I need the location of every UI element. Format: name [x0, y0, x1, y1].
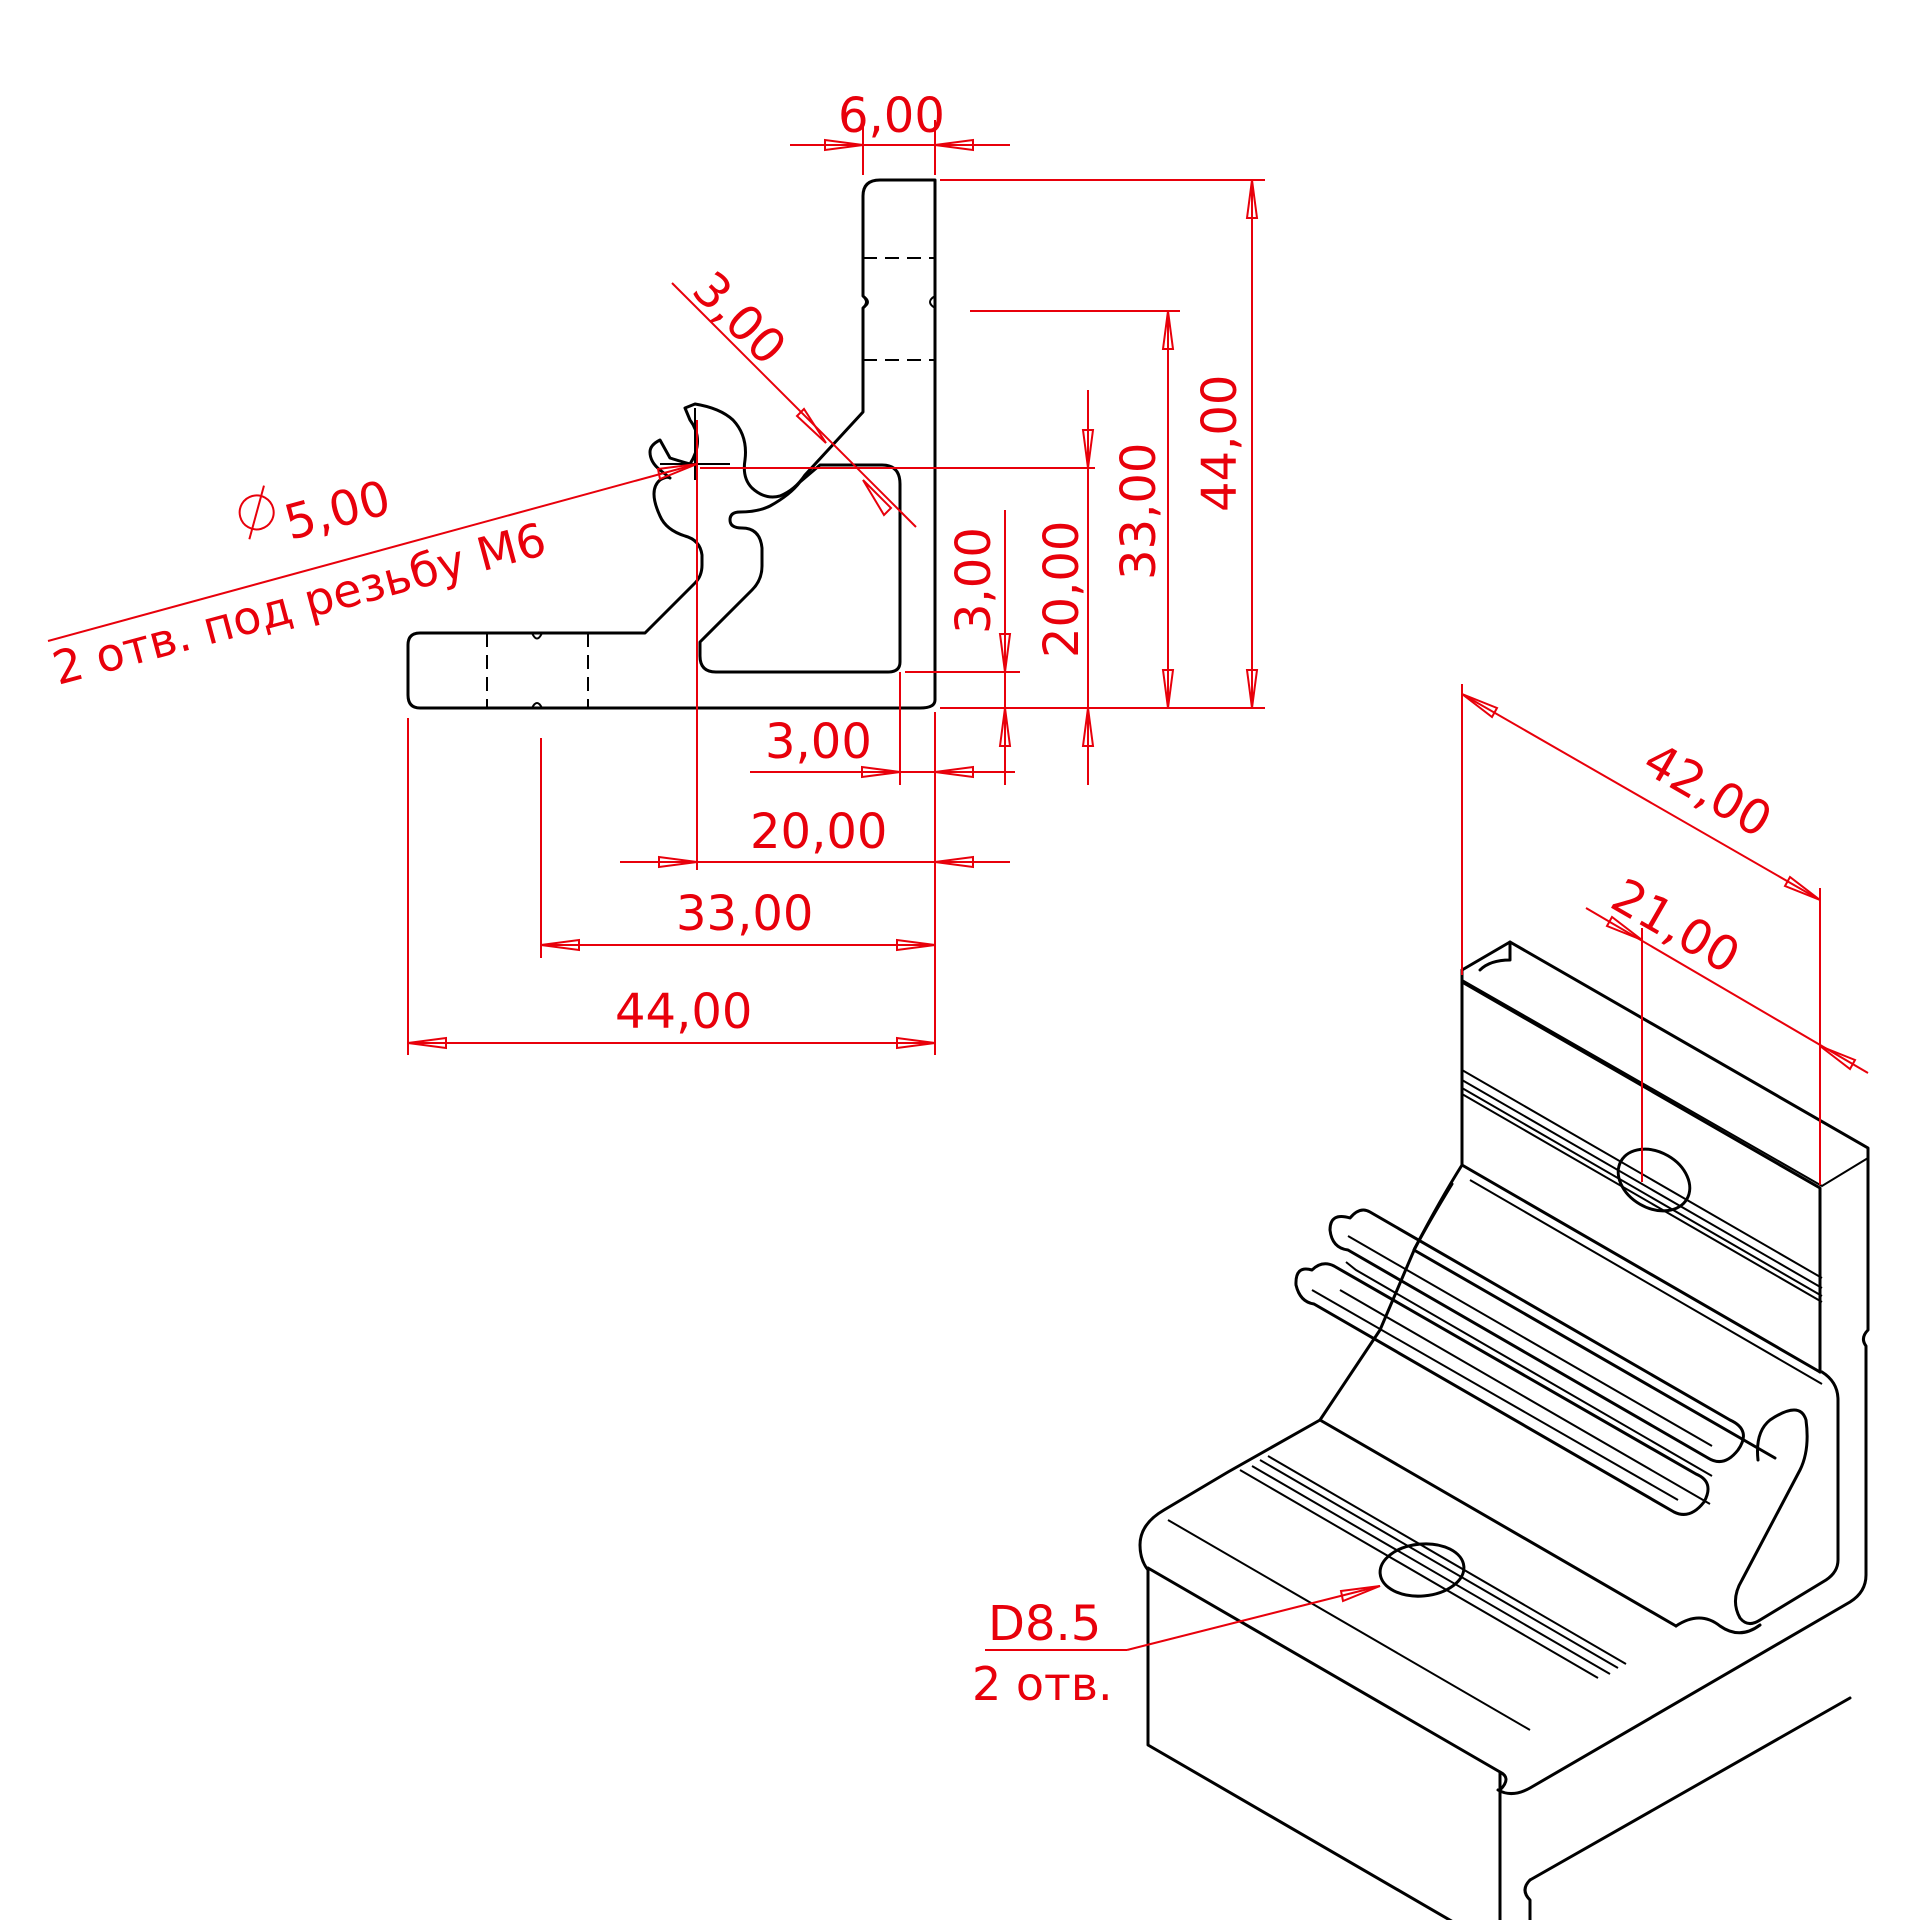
- dim-v-wall: 3,00: [946, 527, 1002, 634]
- iso-vertical-inner-face: [1413, 1163, 1822, 1374]
- iso-chamfer-upper-edge: [1412, 1182, 1777, 1460]
- iso-bottom-plate-front: [1146, 1566, 1508, 1920]
- slot-label: D8.5: [988, 1596, 1101, 1652]
- dim-h-wall: 3,00: [765, 714, 872, 770]
- iso-top-groove-4: [1461, 1093, 1823, 1303]
- dim-h-20: 20,00: [750, 804, 887, 860]
- dim-v-44: 44,00: [1192, 375, 1248, 512]
- iso-bottom-plate: [1138, 1418, 1532, 1920]
- iso-inner-rib: [1734, 1370, 1840, 1625]
- iso-top-plate: [1460, 940, 1870, 1795]
- iso-bottom-groove-2: [1251, 1465, 1611, 1675]
- iso-bottom-groove-4: [1267, 1455, 1627, 1665]
- dimensions-isometric: 42,00 21,00 D8.5 2 отв.: [972, 684, 1869, 1711]
- iso-rail-lower-line: [1311, 1289, 1679, 1501]
- iso-bottom-slot-hole: [1378, 1542, 1466, 1598]
- iso-vertical-face-line: [1469, 1179, 1823, 1385]
- dim-top-width: 6,00: [838, 88, 945, 144]
- iso-top-face-edge: [1461, 979, 1869, 1188]
- profile-contour: [406, 178, 937, 710]
- diameter-symbol: [238, 485, 275, 540]
- profile-final: [406, 178, 937, 710]
- iso-top-groove-2: [1461, 1079, 1823, 1289]
- notch-bottom: [531, 702, 543, 709]
- notch-left: [862, 295, 869, 309]
- iso-bottom-plate-right: [1528, 1616, 1852, 1882]
- isometric-view: [1138, 940, 1870, 1920]
- dim-v-20: 20,00: [1034, 521, 1090, 658]
- iso-rail-lower: [1294, 1262, 1710, 1516]
- iso-rail-groove: [1339, 1261, 1713, 1505]
- iso-chamfer-lower-edge: [1318, 1246, 1678, 1628]
- iso-top-groove-3: [1461, 1087, 1823, 1297]
- dim-length-21: 21,00: [1602, 868, 1749, 985]
- notch-top: [531, 632, 543, 640]
- iso-top-slot-hole: [1616, 1147, 1692, 1213]
- dim-hole-diameter: 5,00: [279, 470, 397, 552]
- iso-bottom-plate-top-line: [1167, 1519, 1531, 1731]
- notch-right: [929, 295, 936, 309]
- profile-mask: [390, 160, 950, 730]
- slot-note: 2 отв.: [972, 1657, 1113, 1711]
- pocket-contour: [698, 463, 902, 674]
- dim-h-44: 44,00: [615, 984, 752, 1040]
- dim-h-33: 33,00: [676, 886, 813, 942]
- iso-rail-upper-line: [1347, 1235, 1713, 1447]
- iso-bottom-groove-3: [1259, 1459, 1619, 1669]
- iso-top-plate-front: [1460, 940, 1822, 1374]
- iso-rail-upper: [1328, 1208, 1745, 1464]
- dim-v-33: 33,00: [1111, 443, 1167, 580]
- dim-length-42: 42,00: [1634, 732, 1781, 849]
- iso-bottom-groove-1: [1239, 1469, 1599, 1679]
